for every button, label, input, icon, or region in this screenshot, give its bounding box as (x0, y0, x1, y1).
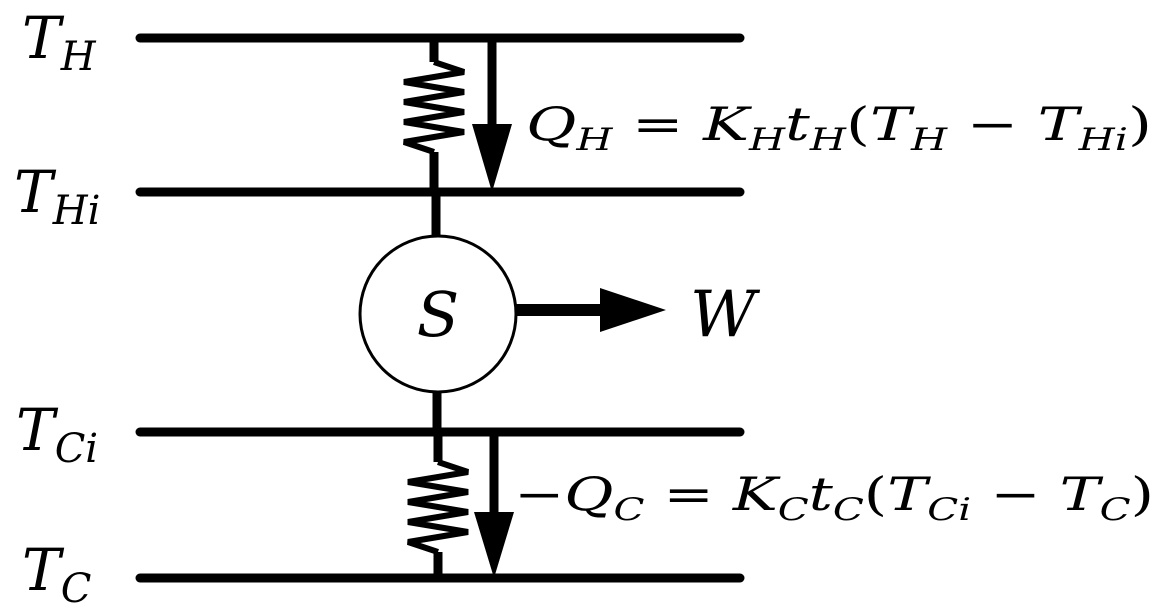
work-arrow (516, 288, 666, 332)
cold-heat-arrow (474, 432, 514, 578)
cold-resistor (407, 432, 469, 578)
label-t-ci: TCi (16, 396, 98, 472)
label-t-c: TC (22, 536, 91, 604)
label-t-h: TH (22, 4, 97, 80)
work-label: W (690, 278, 761, 352)
hot-heat-arrow (472, 38, 512, 192)
hot-resistor (403, 38, 465, 192)
label-t-hi: THi (14, 158, 100, 234)
engine-symbol: S (417, 278, 459, 351)
